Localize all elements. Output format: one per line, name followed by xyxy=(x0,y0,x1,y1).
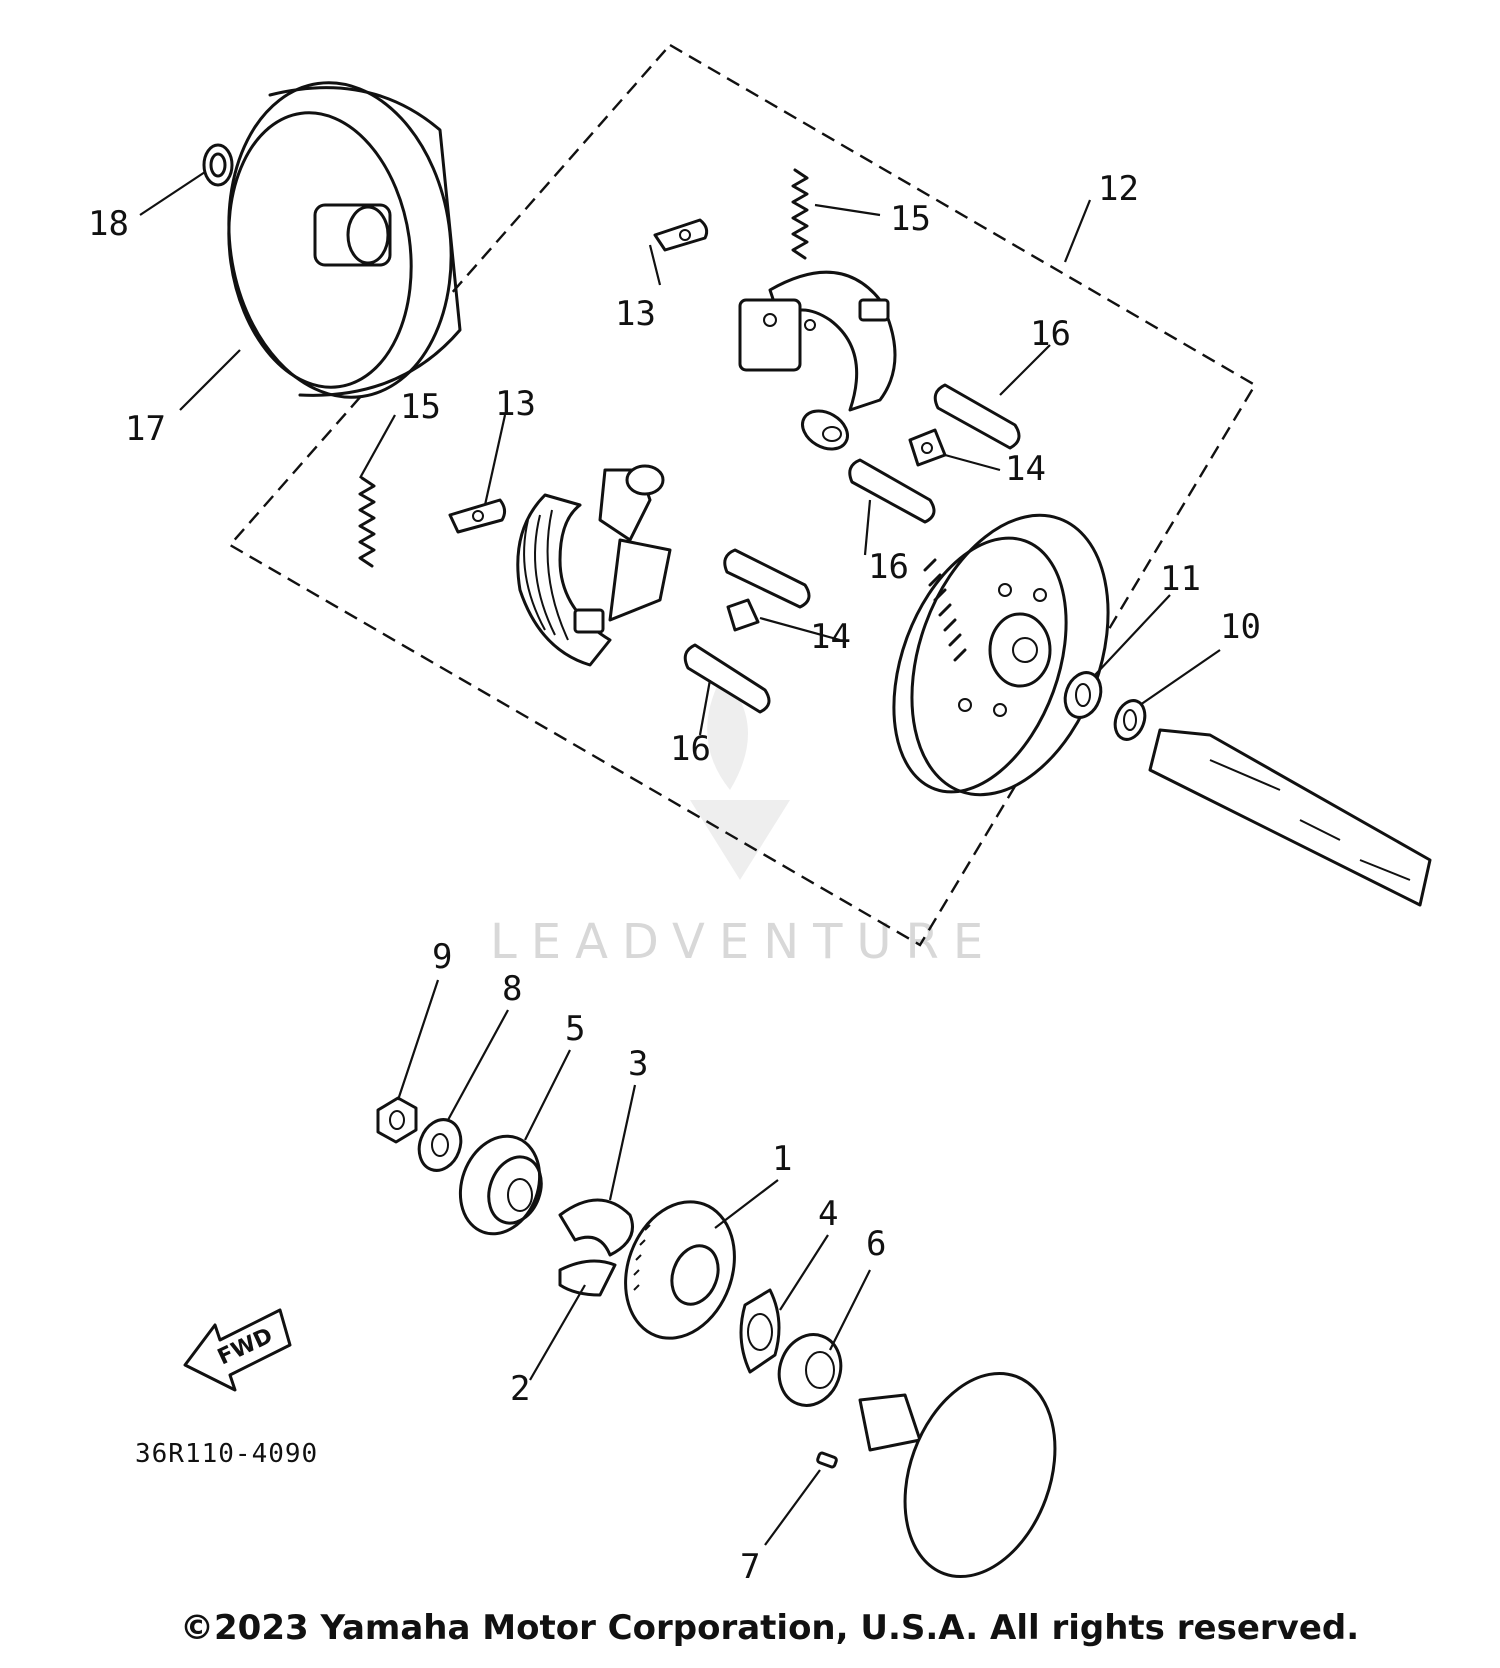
callout-3: 3 xyxy=(628,1044,648,1084)
clutch-housing-drum xyxy=(227,81,462,399)
spring-plate-lower xyxy=(448,498,507,534)
crankshaft xyxy=(1148,728,1432,907)
callout-6: 6 xyxy=(866,1224,886,1264)
callout-14-lower: 14 xyxy=(810,617,851,657)
washer-8 xyxy=(417,1118,463,1172)
cam-lower xyxy=(726,598,760,632)
callout-4: 4 xyxy=(818,1194,838,1234)
primary-driven-gear xyxy=(892,513,1110,797)
clutch-shoe-half-2 xyxy=(558,1259,617,1297)
watermark-logo xyxy=(690,680,790,880)
callout-13-upper: 13 xyxy=(615,294,656,334)
spring-lower xyxy=(358,476,376,568)
callout-11: 11 xyxy=(1160,559,1201,599)
key-7 xyxy=(816,1451,838,1469)
bushing-upper xyxy=(801,409,849,451)
callout-15-upper: 15 xyxy=(890,199,931,239)
diagram-part-number: 36R110-4090 xyxy=(135,1439,318,1469)
clutch-assembly-outline xyxy=(228,43,1257,947)
clutch-shoe-upper xyxy=(738,270,897,412)
pin-middle xyxy=(848,458,936,524)
spring-upper xyxy=(791,168,809,260)
pin-lower-right xyxy=(723,548,811,609)
bushing-6 xyxy=(777,1333,843,1407)
callout-16-middle: 16 xyxy=(868,547,909,587)
clutch-shoe-half-3 xyxy=(558,1198,634,1257)
callout-13-lower: 13 xyxy=(495,384,536,424)
washer-11 xyxy=(1063,671,1103,719)
callout-17: 17 xyxy=(125,409,166,449)
starter-gear-1 xyxy=(624,1200,736,1340)
starter-disc xyxy=(858,1371,1057,1579)
callout-2: 2 xyxy=(510,1369,530,1409)
callout-10: 10 xyxy=(1220,607,1261,647)
callout-12: 12 xyxy=(1098,169,1139,209)
circlip-10 xyxy=(1113,699,1147,741)
callout-8: 8 xyxy=(502,969,522,1009)
washer-4 xyxy=(739,1288,781,1374)
copyright-notice: ©2023 Yamaha Motor Corporation, U.S.A. A… xyxy=(180,1608,1360,1648)
callout-16-upper: 16 xyxy=(1030,314,1071,354)
forward-arrow-icon: FWD xyxy=(183,1308,292,1392)
watermark-text: LEADVENTURE xyxy=(490,914,997,970)
callout-14-upper: 14 xyxy=(1005,449,1046,489)
spring-plate-upper xyxy=(653,218,709,252)
callout-7: 7 xyxy=(740,1547,760,1587)
callout-18: 18 xyxy=(88,204,129,244)
circlip xyxy=(202,143,234,187)
pin-upper xyxy=(933,383,1021,450)
callout-1: 1 xyxy=(772,1139,792,1179)
clutch-shoe-lower xyxy=(516,464,672,667)
callout-15-lower: 15 xyxy=(400,387,441,427)
callout-9: 9 xyxy=(432,937,452,977)
one-way-clutch-outer-5 xyxy=(458,1134,543,1236)
nut-9 xyxy=(376,1096,418,1144)
callout-5: 5 xyxy=(565,1009,585,1049)
cam-upper xyxy=(908,428,947,467)
pin-lower-left xyxy=(683,643,771,714)
leader-lines xyxy=(139,171,1221,1546)
callout-16-lower: 16 xyxy=(670,729,711,769)
